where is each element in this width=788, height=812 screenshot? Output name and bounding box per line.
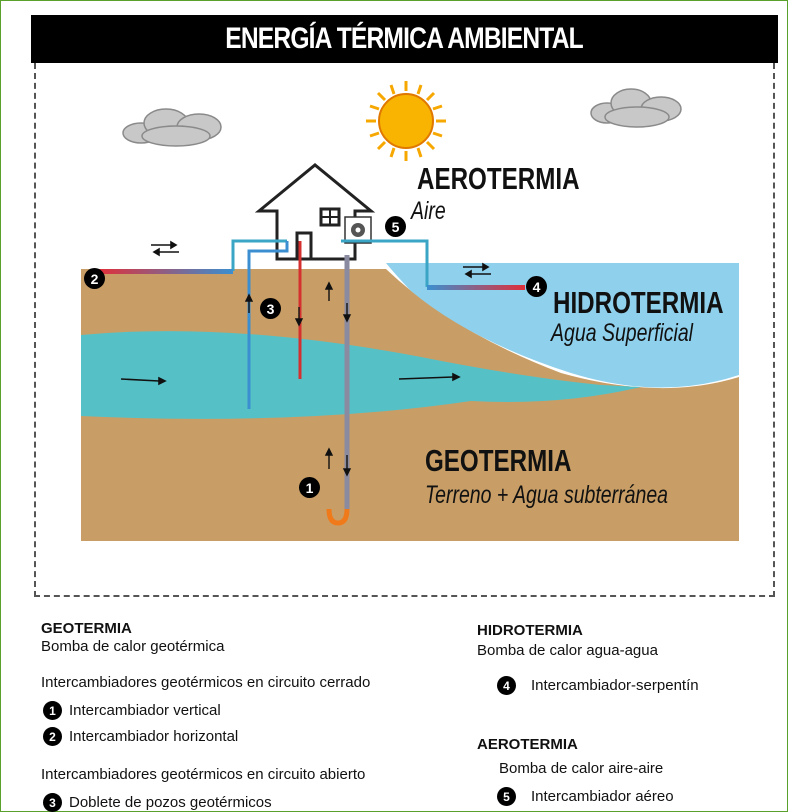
- geotermia-subtitle: Terreno + Agua subterránea: [425, 481, 669, 509]
- energy-diagram: [81, 81, 739, 541]
- hidrotermia-title: HIDROTERMIA: [553, 285, 724, 320]
- legend-item-doublet: Doblete de pozos geotérmicos: [69, 794, 272, 811]
- legend-aerotermia-heading: AEROTERMIA: [477, 736, 578, 753]
- flow-arrow-icon: [244, 281, 352, 477]
- marker-1: 1: [299, 477, 320, 498]
- groundwater-layer: [81, 331, 641, 419]
- flow-arrow-icon: [151, 240, 179, 257]
- vertical-exchanger-loop: [326, 508, 350, 526]
- pipe-to-surface-water: [341, 239, 429, 287]
- sun-icon: [366, 81, 446, 161]
- legend-aerotermia-pump: Bomba de calor aire-aire: [499, 760, 664, 777]
- legend-marker-2: 2: [43, 727, 62, 746]
- legend-geotermia-heading: GEOTERMIA: [41, 620, 132, 637]
- legend-hidrotermia-heading: HIDROTERMIA: [477, 622, 583, 639]
- marker-3: 3: [260, 298, 281, 319]
- legend-open-heading: Intercambiadores geotérmicos en circuito…: [41, 766, 366, 783]
- fan-unit-icon: [344, 216, 372, 244]
- horizontal-exchanger: [99, 269, 233, 274]
- flow-arrow-icon: [120, 372, 461, 386]
- title-banner: ENERGÍA TÉRMICA AMBIENTAL: [31, 15, 778, 63]
- cloud-icon: [122, 108, 222, 147]
- house-icon: [254, 163, 376, 261]
- hidrotermia-subtitle: Agua Superficial: [551, 319, 694, 347]
- marker-4: 4: [526, 276, 547, 297]
- legend-closed-heading: Intercambiadores geotérmicos en circuito…: [41, 674, 371, 691]
- legend-marker-3: 3: [43, 793, 62, 812]
- surface-water: [386, 263, 739, 388]
- cloud-icon: [590, 88, 682, 128]
- flow-arrow-icon: [463, 262, 491, 279]
- legend-marker-4: 4: [497, 676, 516, 695]
- legend-item-aereo: Intercambiador aéreo: [531, 788, 674, 805]
- legend-item-serpentin: Intercambiador-serpentín: [531, 677, 699, 694]
- marker-5: 5: [385, 216, 406, 237]
- legend-marker-5: 5: [497, 787, 516, 806]
- geotermia-title: GEOTERMIA: [425, 443, 572, 478]
- marker-2: 2: [84, 268, 105, 289]
- aerotermia-subtitle: Aire: [411, 197, 446, 225]
- legend-marker-1: 1: [43, 701, 62, 720]
- page-title: ENERGÍA TÉRMICA AMBIENTAL: [225, 22, 584, 55]
- legend-geotermia-pump: Bomba de calor geotérmica: [41, 638, 225, 655]
- pipe-to-horizontal: [231, 239, 287, 271]
- legend-item-horizontal: Intercambiador horizontal: [69, 728, 239, 745]
- injection-well: [247, 241, 289, 409]
- legend-hidrotermia-pump: Bomba de calor agua-agua: [477, 642, 658, 659]
- legend-item-vertical: Intercambiador vertical: [69, 702, 221, 719]
- aerotermia-title: AEROTERMIA: [417, 161, 580, 196]
- diagram-box: [34, 63, 775, 597]
- surface-water-exchanger: [427, 285, 525, 290]
